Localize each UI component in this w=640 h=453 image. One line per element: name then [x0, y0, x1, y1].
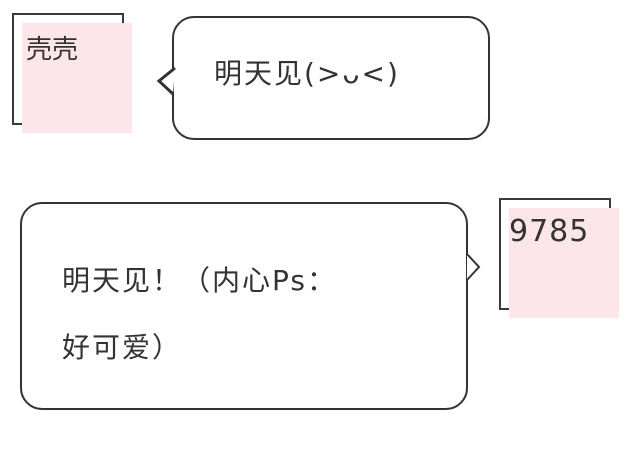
message-text: 明天见(>ᴗ<)	[214, 57, 400, 90]
avatar-left: 壳壳	[12, 13, 132, 133]
message-bubble-right: 明天见！（内心Ps： 好可爱）	[20, 202, 468, 410]
message-bubble-left: 明天见(>ᴗ<)	[172, 16, 490, 140]
avatar-name-left: 壳壳	[26, 35, 79, 65]
message-text-line-2: 好可爱）	[62, 331, 183, 364]
avatar-right: 9785	[499, 198, 619, 318]
avatar-name-right: 9785	[509, 214, 590, 249]
message-text-line-1: 明天见！（内心Ps：	[62, 264, 337, 297]
bubble-tail-left	[156, 66, 176, 96]
bubble-tail-right	[466, 253, 481, 281]
